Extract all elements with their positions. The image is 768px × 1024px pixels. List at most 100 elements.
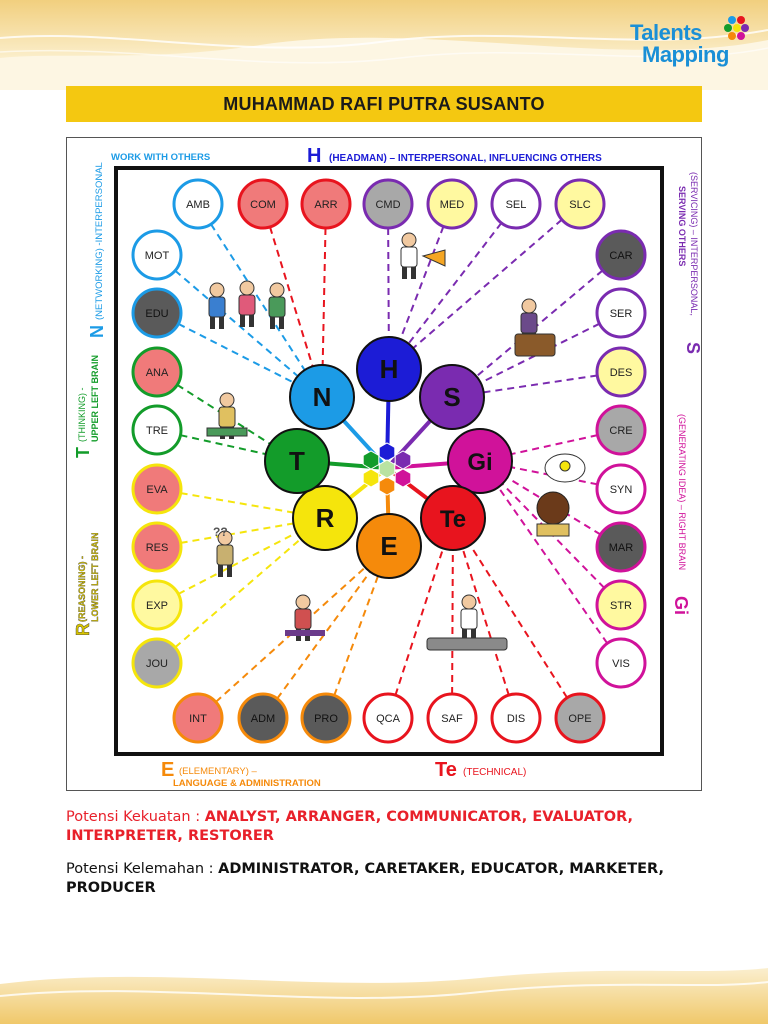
code-circle-eva — [131, 463, 183, 515]
center-hexagon-5 — [362, 450, 380, 470]
code-label-mot: MOT — [145, 250, 170, 262]
code-circle-car — [595, 229, 647, 281]
code-label-sel: SEL — [506, 199, 527, 211]
h-group-desc: (HEADMAN) – INTERPERSONAL, INFLUENCING O… — [329, 153, 602, 164]
weaknesses-label: Potensi Kelemahan : — [66, 861, 219, 877]
code-circle-ser — [595, 287, 647, 339]
code-circle-pro — [300, 692, 352, 744]
connector-line-eva — [156, 488, 326, 519]
connector-line-mot — [156, 254, 323, 398]
code-circle-com — [237, 178, 289, 230]
megaphone-icon — [421, 249, 446, 267]
e-group-desc-1: (ELEMENTARY) – — [179, 766, 257, 777]
code-circle-int — [172, 692, 224, 744]
weaknesses-text: Potensi Kelemahan : ADMINISTRATOR, CARET… — [66, 860, 686, 898]
h-group-letter: H — [307, 145, 321, 167]
code-circle-exp — [131, 579, 183, 631]
node-label-t: T — [289, 446, 305, 476]
code-label-slc: SLC — [569, 199, 590, 211]
center-hexagon-1 — [394, 450, 412, 470]
e-group-desc-2: LANGUAGE & ADMINISTRATION — [173, 778, 321, 789]
s-group-desc-2: SERVING OTHERS — [677, 186, 687, 266]
node-t — [264, 428, 330, 494]
connector-line-pro — [325, 545, 390, 719]
figure-networking-group-3 — [268, 282, 286, 329]
code-label-com: COM — [250, 199, 276, 211]
code-circle-res — [131, 521, 183, 573]
code-circle-vis — [595, 637, 647, 689]
figure-networking-group-2 — [238, 280, 256, 327]
code-circle-saf — [426, 692, 478, 744]
n-group-desc: (NETWORKING) -INTERPERSONAL — [94, 162, 105, 320]
code-circle-slc — [554, 178, 606, 230]
strengths-label: Potensi Kekuatan : — [66, 809, 205, 825]
top-wave-decoration — [0, 0, 768, 90]
code-label-exp: EXP — [146, 600, 168, 612]
code-circle-med — [426, 178, 478, 230]
code-label-car: CAR — [609, 250, 632, 262]
r-group-letter: R — [73, 623, 93, 636]
code-circle-adm — [237, 692, 289, 744]
code-label-vis: VIS — [612, 658, 630, 670]
connector-line-edu — [156, 312, 323, 398]
connector-line-com — [262, 203, 323, 398]
talents-mapping-logo: Talents Mapping — [628, 14, 752, 70]
code-circle-ana — [131, 346, 183, 398]
code-label-saf: SAF — [441, 713, 463, 725]
center-hexagon-4 — [362, 468, 380, 488]
node-label-n: N — [313, 382, 332, 412]
code-circle-mar — [595, 521, 647, 573]
connector-line-amb — [197, 203, 323, 398]
te-group-letter: Te — [435, 759, 457, 781]
name-banner: MUHAMMAD RAFI PUTRA SUSANTO — [66, 86, 702, 122]
logo-line-2: Mapping — [642, 42, 729, 67]
node-label-gi: Gi — [467, 449, 492, 476]
gi-group-letter: Gi — [671, 596, 691, 615]
code-circle-ope — [554, 692, 606, 744]
connector-line-saf — [451, 517, 454, 719]
figure-generating-idea — [536, 491, 570, 537]
node-label-te: Te — [440, 506, 466, 533]
code-label-amb: AMB — [186, 199, 210, 211]
code-circle-cmd — [362, 178, 414, 230]
lightbulb-icon — [559, 460, 571, 472]
bottom-wave-decoration — [0, 968, 768, 1024]
code-label-mar: MAR — [609, 542, 634, 554]
code-label-str: STR — [610, 600, 632, 612]
node-s — [419, 364, 485, 430]
connector-line-int — [197, 545, 390, 719]
node-label-e: E — [380, 531, 397, 561]
code-label-jou: JOU — [146, 658, 168, 670]
figure-reasoning — [216, 530, 234, 577]
code-label-qca: QCA — [376, 713, 401, 725]
connector-line-res — [156, 517, 326, 548]
connector-line-dis — [452, 517, 517, 719]
luggage-icon — [514, 333, 556, 357]
center-hexagon-3 — [378, 476, 396, 496]
code-circle-arr — [300, 178, 352, 230]
code-label-res: RES — [146, 542, 169, 554]
strengths-value: ANALYST, ARRANGER, COMMUNICATOR, EVALUAT… — [66, 809, 634, 844]
code-circle-des — [595, 346, 647, 398]
code-circle-qca — [362, 692, 414, 744]
code-circle-jou — [131, 637, 183, 689]
workbench-icon — [426, 637, 508, 651]
logo-hexagons-icon — [724, 16, 749, 40]
n-group-letter: N — [87, 325, 107, 338]
node-e — [356, 513, 422, 579]
center-hexagon-6 — [378, 459, 396, 479]
svg-text:??: ?? — [213, 525, 228, 539]
code-label-adm: ADM — [251, 713, 275, 725]
logo-line-1: Talents — [630, 20, 702, 45]
connector-line-jou — [156, 517, 326, 664]
inner-frame — [114, 166, 664, 756]
code-label-des: DES — [610, 367, 633, 379]
code-circle-sel — [490, 178, 542, 230]
connector-line-slc — [388, 203, 581, 370]
code-label-dis: DIS — [507, 713, 525, 725]
figure-technical — [460, 594, 478, 641]
work-with-others-label: WORK WITH OTHERS — [111, 152, 210, 163]
s-group-desc-1: (SERVICING) – INTERPERSONAL, — [689, 172, 699, 316]
